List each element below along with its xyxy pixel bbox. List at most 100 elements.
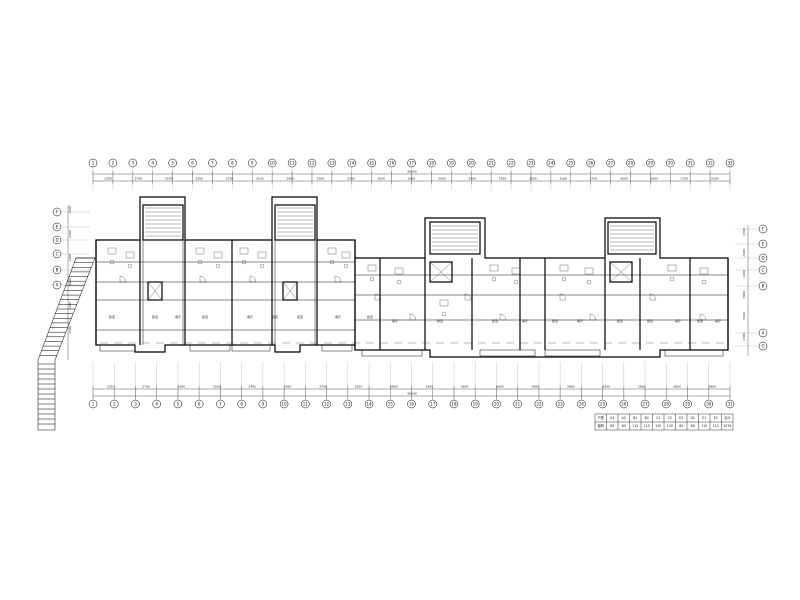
axis-label-top: 10 (270, 161, 276, 166)
axis-bubble-right (758, 341, 768, 351)
axis-bubble-bottom (428, 399, 437, 409)
axis-label-top: 25 (568, 161, 574, 166)
stair-core (607, 221, 657, 255)
dimension-text-top: 3000 (650, 177, 658, 181)
fixture-round (491, 276, 497, 282)
axis-label-right: G (761, 344, 764, 349)
door-swing (649, 293, 657, 301)
axis-bubble-top (626, 158, 635, 168)
axis-label-top: 8 (231, 161, 234, 166)
dimension-text-top: 2700 (681, 177, 689, 181)
fixture (559, 264, 569, 272)
axis-bubble-top (666, 158, 675, 168)
grid-lines (61, 167, 759, 400)
dimension-text-bottom: 3250 (107, 385, 115, 389)
room-label: 卧室 (437, 318, 443, 323)
fixture (584, 267, 594, 275)
door-swing (374, 293, 382, 301)
door-swing (464, 293, 472, 301)
dimension-text-right: 1300 (742, 270, 746, 278)
area-table-cell: 合计 (724, 415, 731, 420)
fixture (511, 267, 521, 275)
dimension-text-left: 1300 (68, 254, 72, 262)
room-label: 卧室 (697, 318, 703, 323)
elevator-x (147, 281, 163, 301)
dimension-text-right: 2400 (742, 249, 746, 257)
axis-bubble-bottom (555, 399, 565, 409)
axis-label-top: 31 (688, 161, 694, 166)
area-table-cell: 面积 (598, 423, 605, 428)
axis-bubble-bottom (598, 399, 607, 409)
axis-bubble-top (466, 158, 476, 168)
axis-label-bottom: 1 (92, 402, 95, 407)
external-stair (37, 257, 96, 431)
axis-bubble-top (606, 158, 615, 168)
area-table-cell: 89 (679, 424, 683, 428)
room-label: 客厅 (247, 314, 253, 319)
axis-bubble-bottom (449, 399, 459, 409)
axis-bubble-top (427, 158, 436, 168)
axis-bubble-bottom (194, 399, 204, 409)
axis-bubble-bottom (88, 399, 98, 409)
axis-label-right: C (762, 268, 765, 273)
dimension-text-top: 2550 (499, 177, 507, 181)
axis-label-top: 5 (171, 161, 174, 166)
dimension-text-left: 5400 (68, 302, 72, 310)
axis-bubble-left (52, 265, 62, 275)
dimension-text-bottom: 2950 (284, 385, 292, 389)
axis-label-top: 30 (668, 161, 674, 166)
area-table-cell: C2 (668, 416, 672, 420)
elevator-x (429, 261, 453, 283)
fixture (439, 299, 449, 307)
axis-bubble-top (447, 158, 456, 168)
dimension-text-left: 1500 (68, 206, 72, 214)
axis-bubble-top (228, 158, 237, 168)
stair-core (274, 204, 316, 241)
axis-label-left: A (56, 283, 59, 288)
building-walls (95, 196, 729, 358)
axis-bubble-top (725, 158, 735, 168)
dimension-text-bottom: 3500 (213, 385, 221, 389)
room-label: 客厅 (335, 314, 341, 319)
axis-label-right: B (762, 284, 765, 289)
dimension-text-top: 3000 (377, 177, 385, 181)
axis-bubble-bottom (109, 399, 119, 409)
room-label: 卧室 (552, 318, 558, 323)
axis-bubble-top (526, 158, 536, 168)
axis-bubble-bottom (279, 399, 289, 409)
dimension-text-bottom: 3300 (638, 385, 646, 389)
dimension-text-right: 1500 (742, 333, 746, 341)
room-label: 卧室 (492, 318, 498, 323)
dimension-text-bottom: 3800 (461, 385, 469, 389)
fixture-round (241, 259, 247, 265)
axis-bubble-bottom (173, 399, 183, 409)
axis-label-left: D (55, 238, 58, 243)
axis-label-left: C (56, 252, 59, 257)
axis-bubble-top (566, 158, 575, 168)
fixture-round (669, 276, 675, 282)
axis-label-top: 16 (389, 161, 395, 166)
axis-bubble-top (407, 158, 416, 168)
dimension-text-top: 3300 (347, 177, 355, 181)
axis-bubble-bottom (534, 399, 544, 409)
axis-bubble-left (52, 222, 62, 232)
axis-label-bottom: 22 (536, 402, 542, 407)
axis-bubble-top (188, 158, 197, 168)
balcony (479, 349, 536, 357)
area-table-cell: 115 (632, 424, 638, 428)
dimension-text-bottom: 3250 (355, 385, 363, 389)
area-table-cell: E1 (702, 416, 706, 420)
axis-bubble-left (52, 249, 62, 259)
door-swing (334, 275, 342, 283)
room-label: 客厅 (392, 318, 398, 323)
room-label: 卧室 (109, 314, 115, 319)
balcony (99, 344, 136, 352)
axis-label-left: B (56, 268, 59, 273)
fixture (394, 267, 404, 275)
fixture-round (396, 279, 402, 285)
axis-bubble-top (287, 158, 297, 168)
